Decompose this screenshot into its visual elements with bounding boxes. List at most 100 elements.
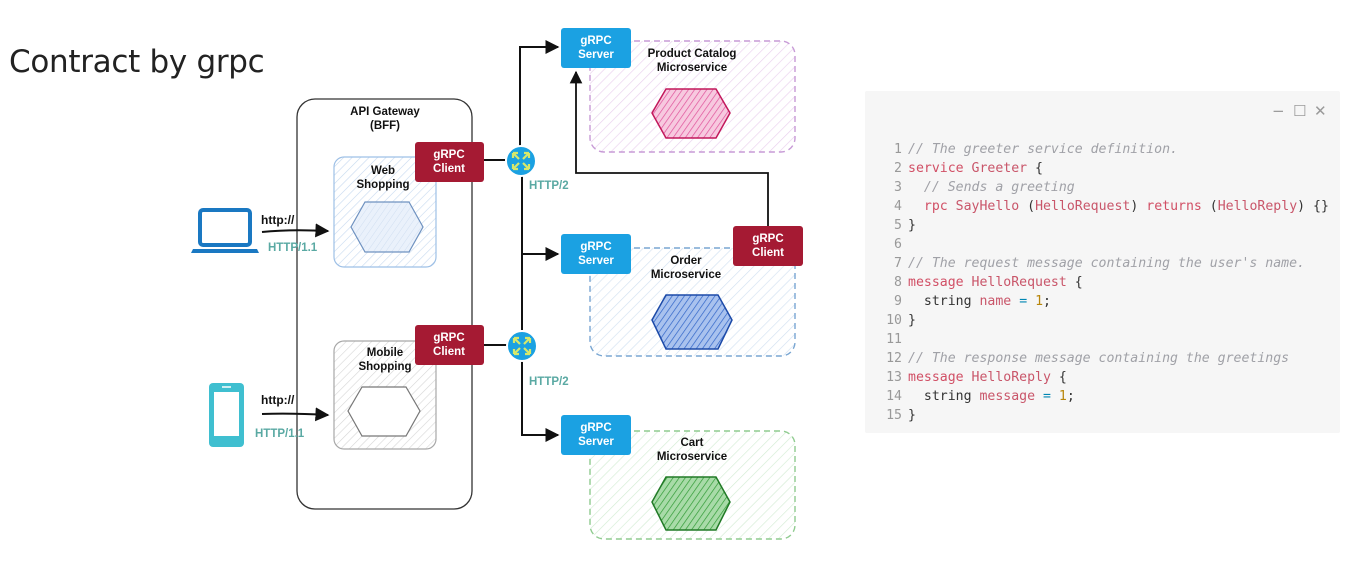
router-icon	[506, 330, 538, 362]
hexagon-icon	[651, 88, 731, 139]
line-number: 3	[894, 180, 902, 195]
mobile-shopping-label-2: Shopping	[358, 361, 411, 373]
http11-label-web: HTTP/1.1	[268, 242, 318, 254]
architecture-diagram: API Gateway (BFF) Web Shopping Mobile Sh…	[191, 28, 803, 540]
code-token	[1011, 294, 1019, 309]
code-token: returns	[1146, 199, 1202, 214]
mobile-phone-icon	[209, 383, 244, 447]
code-token: rpc	[923, 199, 948, 214]
product-catalog-service: Product Catalog Microservice	[589, 40, 796, 153]
code-token: (	[1201, 199, 1218, 214]
code-token: HelloReply	[1217, 199, 1298, 214]
line-number: 11	[886, 332, 902, 347]
code-line: 14 string message = 1;	[879, 387, 1329, 406]
grpc-client-web: gRPC Client	[415, 142, 484, 182]
code-token: {	[1027, 161, 1043, 176]
code-line: 9 string name = 1;	[879, 292, 1329, 311]
hexagon-icon	[347, 386, 421, 437]
grpc-client-mobile: gRPC Client	[415, 325, 484, 365]
code-token	[1035, 389, 1043, 404]
line-number: 13	[886, 370, 902, 385]
code-token	[1027, 294, 1035, 309]
code-token	[1051, 389, 1059, 404]
grpc-server-product: gRPC Server	[561, 28, 631, 68]
code-line: 11	[879, 330, 1329, 349]
code-line: 1// The greeter service definition.	[879, 140, 1329, 159]
svg-text:gRPC: gRPC	[433, 332, 464, 344]
window-controls: − ☐ ✕	[1272, 102, 1327, 120]
code-token: HelloReply	[971, 370, 1051, 385]
http11-label-mobile: HTTP/1.1	[255, 428, 305, 440]
gateway-subtitle: (BFF)	[370, 120, 400, 132]
hexagon-icon	[350, 201, 424, 253]
code-token: name	[979, 294, 1012, 309]
laptop-icon	[191, 208, 259, 253]
svg-text:gRPC: gRPC	[433, 149, 464, 161]
code-token: ;	[1066, 389, 1075, 404]
code-token	[964, 275, 972, 290]
code-token: message	[908, 370, 964, 385]
product-catalog-label-2: Microservice	[657, 62, 727, 74]
http2-label-top: HTTP/2	[529, 180, 569, 192]
line-number: 1	[894, 142, 902, 157]
cart-label-1: Cart	[680, 437, 703, 449]
line-number: 2	[894, 161, 902, 176]
code-token	[948, 199, 956, 214]
line-number: 7	[894, 256, 902, 271]
order-service: Order Microservice	[589, 247, 796, 357]
http2-label-bottom: HTTP/2	[529, 376, 569, 388]
gateway-title: API Gateway	[350, 106, 420, 118]
http-scheme-mobile: http://	[261, 393, 295, 407]
code-token: {	[1066, 275, 1083, 290]
line-number: 10	[886, 313, 902, 328]
code-token: service	[908, 161, 964, 176]
code-line: 6	[879, 235, 1329, 254]
svg-text:gRPC: gRPC	[580, 35, 611, 47]
code-token: {	[1050, 370, 1067, 385]
grpc-server-order: gRPC Server	[561, 234, 631, 274]
code-token: Greeter	[971, 161, 1028, 176]
svg-text:Server: Server	[578, 49, 614, 61]
code-token: ) {}	[1297, 199, 1329, 214]
code-token: // Sends a greeting	[923, 180, 1075, 195]
code-line: 10}	[879, 311, 1329, 330]
code-token: // The request message containing the us…	[908, 256, 1305, 271]
web-shopping-label-1: Web	[371, 165, 395, 177]
code-token	[908, 199, 924, 214]
code-token	[908, 180, 924, 195]
code-line: 3 // Sends a greeting	[879, 178, 1329, 197]
line-number: 14	[886, 389, 902, 404]
svg-text:Server: Server	[578, 436, 614, 448]
connections	[261, 40, 769, 442]
maximize-icon[interactable]: ☐	[1293, 102, 1307, 120]
svg-text:gRPC: gRPC	[580, 422, 611, 434]
page-title: Contract by grpc	[9, 44, 265, 80]
code-line: 5}	[879, 216, 1329, 235]
line-number: 6	[894, 237, 902, 252]
code-token: HelloRequest	[971, 275, 1067, 290]
product-catalog-label-1: Product Catalog	[648, 48, 737, 60]
cart-label-2: Microservice	[657, 451, 727, 463]
code-token: message	[908, 275, 964, 290]
close-icon[interactable]: ✕	[1314, 102, 1327, 120]
svg-text:Client: Client	[752, 247, 784, 259]
http-scheme-web: http://	[261, 213, 295, 227]
code-token: string	[908, 294, 980, 309]
code-token: 1	[1035, 294, 1044, 309]
web-shopping-label-2: Shopping	[356, 179, 409, 191]
svg-text:gRPC: gRPC	[580, 241, 611, 253]
code-token: (	[1019, 199, 1036, 214]
code-token	[964, 161, 972, 176]
svg-text:Client: Client	[433, 163, 465, 175]
code-token: // The response message containing the g…	[908, 351, 1290, 366]
code-token: message	[979, 389, 1036, 404]
code-window: − ☐ ✕ 1// The greeter service definition…	[865, 91, 1340, 433]
code-token: SayHello	[955, 199, 1020, 214]
line-number: 9	[894, 294, 902, 309]
code-token: }	[908, 313, 916, 328]
minimize-icon[interactable]: −	[1272, 102, 1285, 120]
svg-text:Client: Client	[433, 346, 465, 358]
svg-text:gRPC: gRPC	[752, 233, 783, 245]
code-token: =	[1043, 389, 1051, 404]
